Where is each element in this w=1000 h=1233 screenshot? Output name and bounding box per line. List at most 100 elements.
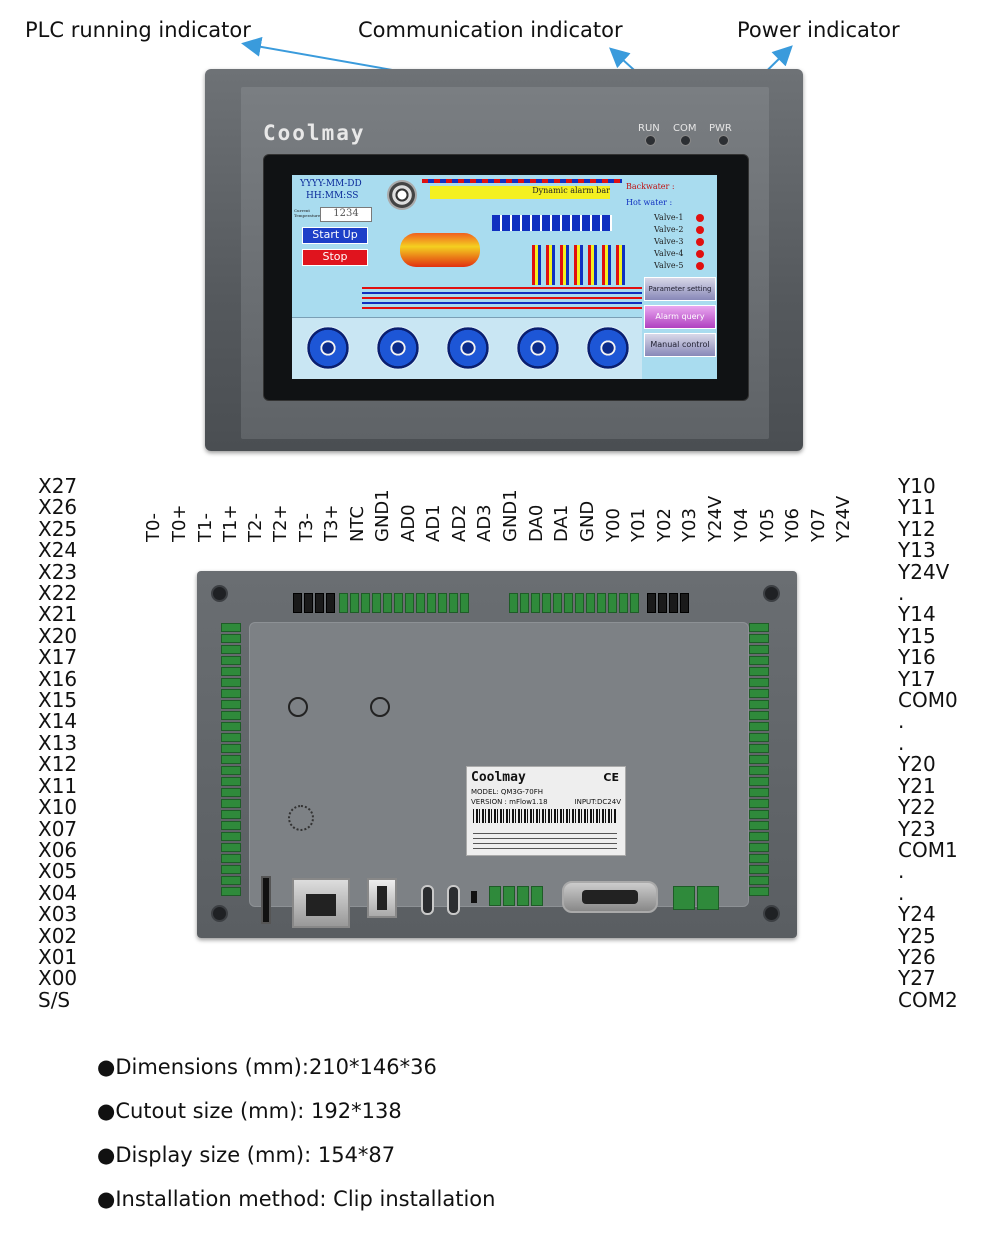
- pin-label: X05: [38, 859, 78, 884]
- pin-label: Y26: [898, 944, 936, 969]
- screw-icon: [763, 585, 780, 602]
- led-label-run: RUN: [638, 123, 660, 134]
- top-pin-label: T3+: [320, 504, 342, 542]
- top-pin-label: T1+: [219, 504, 241, 542]
- screen-manual-control-button[interactable]: Manual control: [644, 333, 716, 357]
- pin-label: X00: [38, 966, 78, 991]
- pin-label: X23: [38, 559, 78, 584]
- spec-dimensions: ●Dimensions (mm):210*146*36: [97, 1055, 437, 1079]
- pin-label: Y14: [898, 602, 936, 627]
- sd-card-slot[interactable]: [261, 876, 271, 924]
- pin-label: COM1: [898, 837, 958, 862]
- top-pin-label: Y24V: [832, 495, 854, 542]
- front-panel: Coolmay RUN COM PWR YYYY-MM-DD HH:MM:SS …: [205, 69, 803, 451]
- pin-label: X07: [38, 816, 78, 841]
- top-pin-label: T2-: [244, 513, 266, 542]
- screw-icon: [211, 905, 228, 922]
- usb-c-port-icon[interactable]: [421, 885, 434, 915]
- screw-icon: [763, 905, 780, 922]
- spec-display-size: ●Display size (mm): 154*87: [97, 1143, 396, 1167]
- top-pin-label: Y05: [756, 508, 778, 542]
- screen-backwater: Backwater :: [626, 182, 675, 191]
- screen-stop-button[interactable]: Stop: [302, 249, 368, 266]
- pin-label: Y24V: [898, 559, 950, 584]
- callout-run-indicator: PLC running indicator: [25, 18, 251, 42]
- front-panel-face: Coolmay RUN COM PWR YYYY-MM-DD HH:MM:SS …: [241, 87, 769, 439]
- label-model: MODEL: QM3G-70FH: [471, 788, 543, 796]
- pin-label: X11: [38, 773, 78, 798]
- top-pin-label: T0+: [168, 504, 190, 542]
- gear-icon-4: [510, 321, 566, 377]
- terminal-block-black: [647, 593, 689, 613]
- pin-label: S/S: [38, 987, 71, 1012]
- top-pin-label: T1-: [194, 513, 216, 542]
- spec-cutout-size: ●Cutout size (mm): 192*138: [97, 1099, 402, 1123]
- touch-screen-bezel: YYYY-MM-DD HH:MM:SS Current Temperature …: [263, 154, 749, 401]
- top-pin-label: Y24V: [704, 495, 726, 542]
- top-pin-label: AD1: [422, 504, 444, 542]
- screen-current-value: 1234: [320, 207, 372, 222]
- pin-label: X16: [38, 666, 78, 691]
- dip-switch-icon[interactable]: [471, 891, 477, 903]
- pin-label: Y17: [898, 666, 936, 691]
- screen-valve-5: Valve-5: [654, 261, 684, 270]
- terminal-block-top-left: [339, 593, 469, 613]
- led-pwr: [718, 135, 729, 146]
- valve-5-status-dot: [696, 262, 704, 270]
- power-terminal[interactable]: [673, 886, 719, 910]
- screen-fan-icon: [387, 180, 417, 210]
- gear-icon-5: [580, 321, 636, 377]
- barcode-icon: [473, 809, 617, 823]
- label-input: INPUT:DC24V: [574, 798, 621, 806]
- pin-label: Y13: [898, 538, 936, 563]
- screen-pipe-bottom: [362, 285, 642, 309]
- top-pin-label: Y04: [730, 508, 752, 542]
- usb-port-icon[interactable]: [367, 878, 397, 918]
- screw-icon: [211, 585, 228, 602]
- front-brand-logo: Coolmay: [263, 121, 366, 145]
- screen-boiler-icon: [400, 233, 480, 267]
- usb-c-port-icon[interactable]: [447, 885, 460, 915]
- top-pin-label: DA0: [525, 504, 547, 542]
- gear-icon-1: [300, 321, 356, 377]
- screen-parameter-setting-button[interactable]: Parameter setting: [644, 277, 716, 301]
- screen-valve-1: Valve-1: [654, 213, 684, 222]
- label-version: VERSION : mFlow1.18: [471, 798, 548, 806]
- pin-label: X13: [38, 730, 78, 755]
- fine-print-lines: [473, 829, 617, 849]
- pin-label: .: [898, 581, 905, 606]
- valve-4-status-dot: [696, 250, 704, 258]
- pin-label: X12: [38, 752, 78, 777]
- pin-label: Y22: [898, 795, 936, 820]
- top-pin-label: AD3: [473, 504, 495, 542]
- terminal-block-black: [293, 593, 335, 613]
- top-pin-label: AD2: [448, 504, 470, 542]
- screen-pipe-rack: [492, 215, 612, 231]
- pin-label: X20: [38, 623, 78, 648]
- screen-time: HH:MM:SS: [306, 191, 359, 201]
- terminal-block-left: [221, 623, 241, 896]
- top-pin-label: Y01: [627, 508, 649, 542]
- ethernet-port-icon[interactable]: [292, 878, 350, 928]
- pin-label: X15: [38, 688, 78, 713]
- serial-port-db9-icon[interactable]: [562, 881, 658, 913]
- screen-pipe-top: [422, 179, 622, 183]
- label-brand: Coolmay: [471, 770, 526, 785]
- rs485-terminal[interactable]: [489, 886, 543, 906]
- screen-alarm-query-button[interactable]: Alarm query: [644, 305, 716, 329]
- hole-icon: [370, 697, 390, 717]
- pin-label: Y12: [898, 516, 936, 541]
- spec-installation-method: ●Installation method: Clip installation: [97, 1187, 496, 1211]
- top-pin-label: GND: [576, 500, 598, 542]
- left-pin-labels: X27 X26 X25 X24 X23 X22 X21 X20 X17 X16 …: [38, 475, 78, 1012]
- pin-label: Y27: [898, 966, 936, 991]
- pin-label: X24: [38, 538, 78, 563]
- valve-3-status-dot: [696, 238, 704, 246]
- terminal-block-right: [749, 623, 769, 896]
- screen-start-button[interactable]: Start Up: [302, 227, 368, 244]
- hmi-screen[interactable]: YYYY-MM-DD HH:MM:SS Current Temperature …: [292, 175, 717, 379]
- valve-2-status-dot: [696, 226, 704, 234]
- top-pin-label: T2+: [269, 504, 291, 542]
- top-pin-label: Y06: [781, 508, 803, 542]
- led-com: [680, 135, 691, 146]
